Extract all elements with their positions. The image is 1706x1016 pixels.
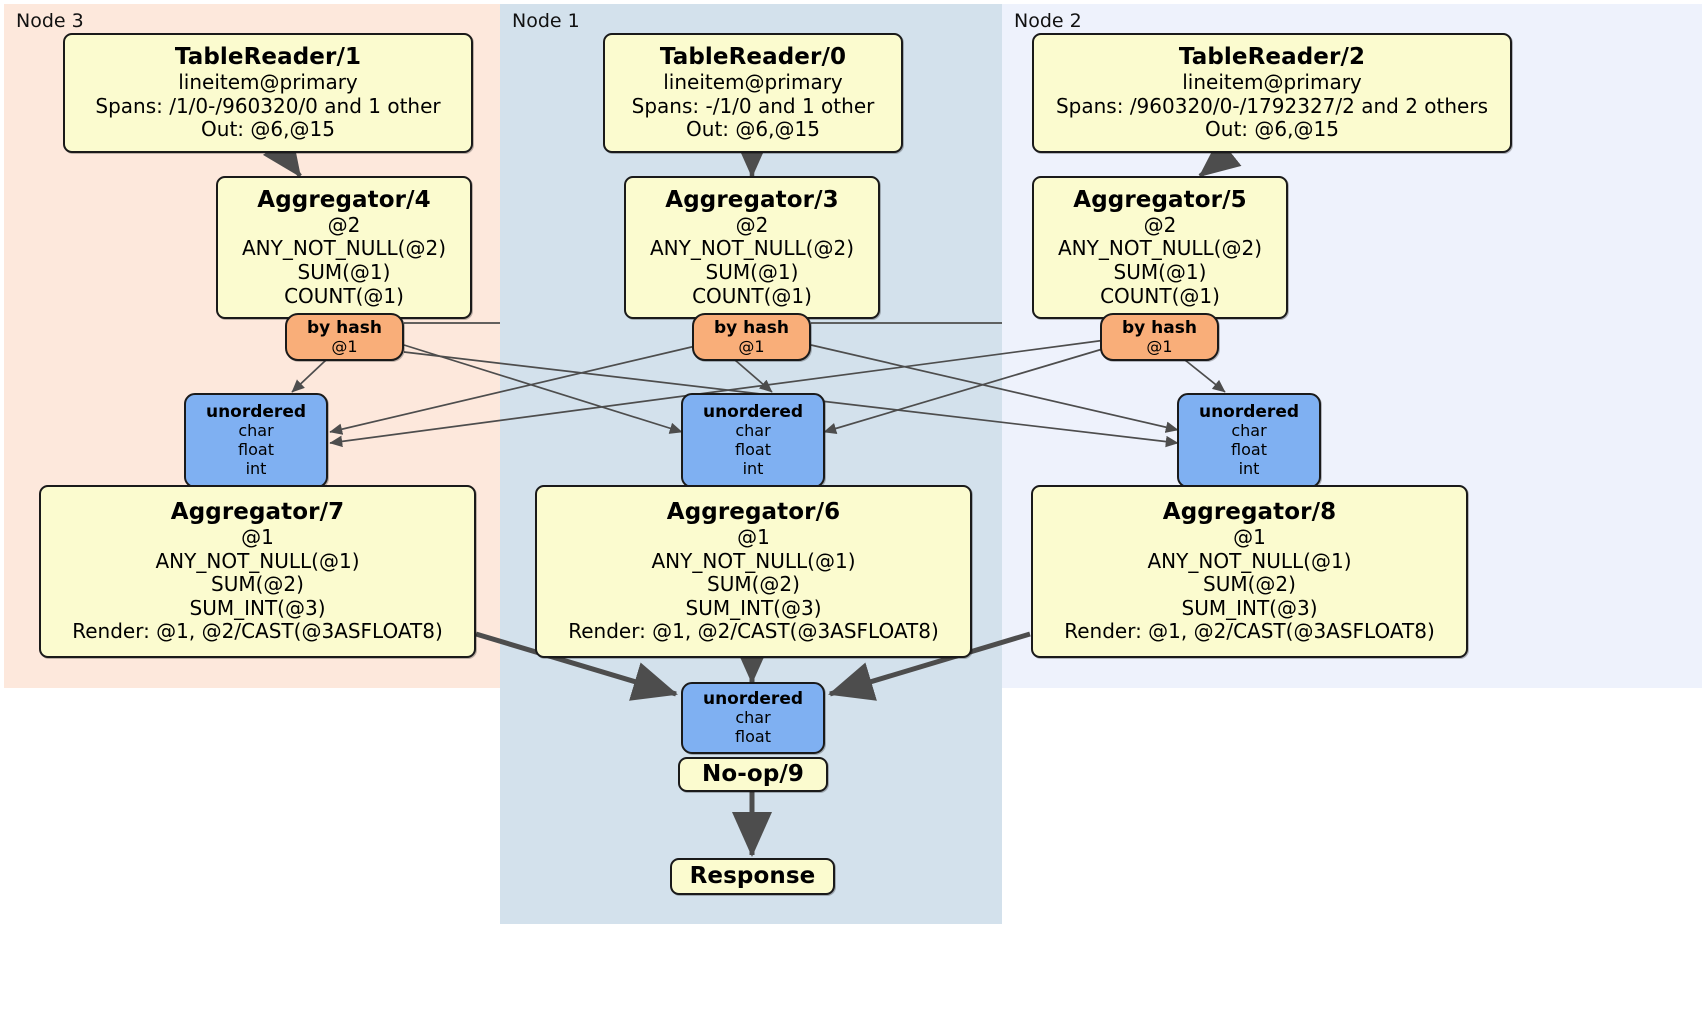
table-reader-1-out: Out: @6,@15	[201, 117, 335, 142]
table-reader-0-title: TableReader/0	[659, 44, 847, 71]
aggregator-4-agg1: ANY_NOT_NULL(@2)	[242, 236, 446, 261]
node-panel-label-node2: Node 2	[1014, 10, 1082, 32]
stream-unordered-node3[interactable]: unordered char float int	[184, 393, 328, 488]
aggregator-3-agg2: SUM(@1)	[705, 260, 799, 285]
response-node[interactable]: Response	[670, 858, 835, 895]
aggregator-7-group: @1	[241, 525, 274, 550]
stream-unordered-node3-type3: int	[245, 458, 267, 478]
no-op-9[interactable]: No-op/9	[678, 757, 828, 792]
aggregator-4-agg2: SUM(@1)	[297, 260, 391, 285]
node-panel-label-node1: Node 1	[512, 10, 580, 32]
hash-router-node1[interactable]: by hash @1	[692, 313, 811, 361]
aggregator-7-agg3: SUM_INT(@3)	[189, 595, 326, 620]
aggregator-8[interactable]: Aggregator/8 @1 ANY_NOT_NULL(@1) SUM(@2)…	[1031, 485, 1468, 658]
stream-unordered-final-type1: char	[735, 708, 771, 728]
table-reader-0-out: Out: @6,@15	[686, 117, 820, 142]
aggregator-6-agg1: ANY_NOT_NULL(@1)	[651, 548, 856, 573]
table-reader-1[interactable]: TableReader/1 lineitem@primary Spans: /1…	[63, 33, 473, 153]
hash-router-node1-column: @1	[738, 336, 765, 356]
table-reader-2[interactable]: TableReader/2 lineitem@primary Spans: /9…	[1032, 33, 1512, 153]
no-op-9-title: No-op/9	[702, 760, 804, 787]
table-reader-1-title: TableReader/1	[174, 44, 362, 71]
aggregator-6-group: @1	[737, 525, 770, 550]
aggregator-8-group: @1	[1233, 525, 1266, 550]
aggregator-7-title: Aggregator/7	[170, 498, 345, 525]
table-reader-0-spans: Spans: -/1/0 and 1 other	[631, 93, 875, 118]
aggregator-8-title: Aggregator/8	[1162, 498, 1337, 525]
aggregator-4[interactable]: Aggregator/4 @2 ANY_NOT_NULL(@2) SUM(@1)…	[216, 176, 472, 319]
table-reader-2-spans: Spans: /960320/0-/1792327/2 and 2 others	[1055, 93, 1488, 118]
table-reader-2-table: lineitem@primary	[1182, 70, 1362, 95]
stream-unordered-node1-type1: char	[735, 421, 771, 441]
hash-router-node2[interactable]: by hash @1	[1100, 313, 1219, 361]
aggregator-8-agg3: SUM_INT(@3)	[1181, 595, 1318, 620]
table-reader-1-spans: Spans: /1/0-/960320/0 and 1 other	[95, 93, 441, 118]
aggregator-3-title: Aggregator/3	[665, 186, 839, 213]
aggregator-7-agg1: ANY_NOT_NULL(@1)	[155, 548, 360, 573]
hash-router-node1-title: by hash	[714, 317, 789, 338]
stream-unordered-node3-title: unordered	[205, 402, 307, 423]
aggregator-3[interactable]: Aggregator/3 @2 ANY_NOT_NULL(@2) SUM(@1)…	[624, 176, 880, 319]
table-reader-2-out: Out: @6,@15	[1205, 117, 1339, 142]
aggregator-8-agg2: SUM(@2)	[1203, 572, 1296, 597]
aggregator-7-render: Render: @1, @2/CAST(@3ASFLOAT8)	[72, 619, 443, 644]
aggregator-7[interactable]: Aggregator/7 @1 ANY_NOT_NULL(@1) SUM(@2)…	[39, 485, 476, 658]
response-title: Response	[689, 862, 816, 889]
aggregator-5-agg3: COUNT(@1)	[1100, 283, 1220, 308]
table-reader-2-title: TableReader/2	[1178, 44, 1366, 71]
stream-unordered-node1-title: unordered	[702, 402, 804, 423]
aggregator-3-agg1: ANY_NOT_NULL(@2)	[650, 236, 854, 261]
hash-router-node2-title: by hash	[1122, 317, 1197, 338]
aggregator-4-agg3: COUNT(@1)	[284, 283, 404, 308]
aggregator-6[interactable]: Aggregator/6 @1 ANY_NOT_NULL(@1) SUM(@2)…	[535, 485, 972, 658]
table-reader-1-table: lineitem@primary	[178, 70, 358, 95]
stream-unordered-node2-type2: float	[1231, 440, 1267, 460]
aggregator-3-group: @2	[735, 212, 769, 237]
stream-unordered-node3-type2: float	[238, 440, 274, 460]
aggregator-8-agg1: ANY_NOT_NULL(@1)	[1147, 548, 1352, 573]
hash-router-node3[interactable]: by hash @1	[285, 313, 404, 361]
aggregator-6-render: Render: @1, @2/CAST(@3ASFLOAT8)	[568, 619, 939, 644]
aggregator-5-agg1: ANY_NOT_NULL(@2)	[1058, 236, 1262, 261]
aggregator-5-agg2: SUM(@1)	[1113, 260, 1207, 285]
stream-unordered-final-title: unordered	[702, 689, 804, 710]
aggregator-5[interactable]: Aggregator/5 @2 ANY_NOT_NULL(@2) SUM(@1)…	[1032, 176, 1288, 319]
hash-router-node2-column: @1	[1146, 336, 1173, 356]
stream-unordered-node2-title: unordered	[1198, 402, 1300, 423]
stream-unordered-final[interactable]: unordered char float	[681, 682, 825, 754]
aggregator-5-title: Aggregator/5	[1073, 186, 1247, 213]
aggregator-4-group: @2	[327, 212, 361, 237]
hash-router-node3-column: @1	[331, 336, 358, 356]
aggregator-7-agg2: SUM(@2)	[211, 572, 304, 597]
table-reader-0-table: lineitem@primary	[663, 70, 843, 95]
aggregator-6-agg3: SUM_INT(@3)	[685, 595, 822, 620]
stream-unordered-node1-type3: int	[742, 458, 764, 478]
hash-router-node3-title: by hash	[307, 317, 382, 338]
stream-unordered-final-type2: float	[735, 727, 771, 747]
node-panel-label-node3: Node 3	[16, 10, 84, 32]
stream-unordered-node2[interactable]: unordered char float int	[1177, 393, 1321, 488]
aggregator-6-title: Aggregator/6	[666, 498, 841, 525]
table-reader-0[interactable]: TableReader/0 lineitem@primary Spans: -/…	[603, 33, 903, 153]
aggregator-6-agg2: SUM(@2)	[707, 572, 800, 597]
aggregator-5-group: @2	[1143, 212, 1177, 237]
stream-unordered-node2-type1: char	[1231, 421, 1267, 441]
stream-unordered-node1-type2: float	[735, 440, 771, 460]
aggregator-4-title: Aggregator/4	[257, 186, 431, 213]
stream-unordered-node1[interactable]: unordered char float int	[681, 393, 825, 488]
aggregator-3-agg3: COUNT(@1)	[692, 283, 812, 308]
stream-unordered-node2-type3: int	[1238, 458, 1260, 478]
stream-unordered-node3-type1: char	[238, 421, 274, 441]
aggregator-8-render: Render: @1, @2/CAST(@3ASFLOAT8)	[1064, 619, 1435, 644]
